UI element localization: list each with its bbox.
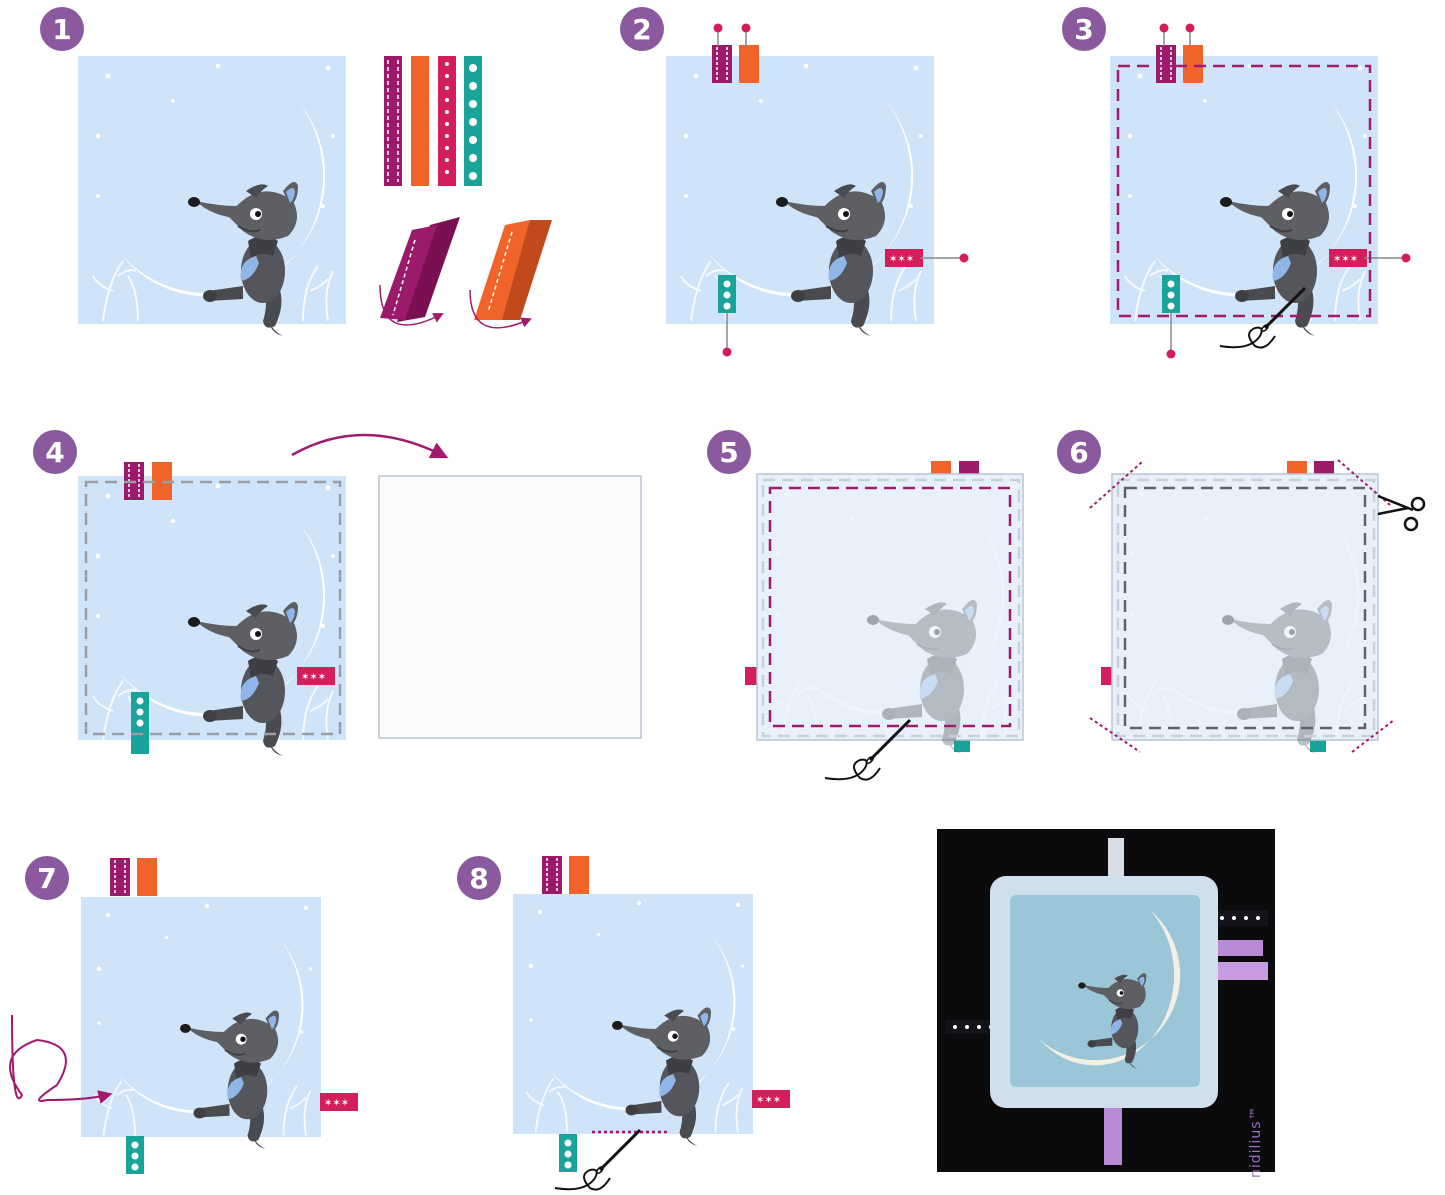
- step-5-assembly: [745, 461, 1024, 782]
- pin-icon: [740, 22, 752, 47]
- step-4-backing-fabric: [378, 475, 642, 739]
- step-3-fabric: [1110, 22, 1411, 359]
- pin-icon: [1401, 253, 1411, 263]
- brand-text: nidilius™: [1248, 1105, 1264, 1179]
- step-1-folded-ribbons: [379, 217, 552, 329]
- stitch-line: [1116, 64, 1372, 318]
- pin-icon: [1166, 349, 1176, 359]
- step-6-assembly: [1089, 459, 1426, 754]
- brand-label: nidilius™: [1240, 1090, 1270, 1180]
- stitch-line: [768, 486, 1012, 728]
- step-1-fabric: [78, 56, 346, 336]
- step-badge: 2: [620, 7, 664, 51]
- corner-cut-lines: [1089, 459, 1395, 753]
- finished-product-photo: [937, 829, 1275, 1172]
- step-badge: 7: [25, 856, 69, 900]
- step-badge: 6: [1057, 430, 1101, 474]
- step-1-ribbons: [384, 56, 482, 186]
- stitch-line: [84, 480, 342, 736]
- pin-icon: [722, 347, 732, 357]
- step-badge: 1: [40, 7, 84, 51]
- step-badge: 5: [707, 430, 751, 474]
- step-badge: 4: [33, 430, 77, 474]
- step-4-fabric: [78, 461, 346, 756]
- step-2-fabric: [666, 22, 969, 357]
- pin-icon: [712, 22, 724, 47]
- pin-icon: [959, 253, 969, 263]
- step-badge: 8: [457, 856, 501, 900]
- pin-icon: [1158, 22, 1170, 47]
- arrow-icon: [291, 433, 449, 459]
- arrow-icon: [9, 1014, 113, 1104]
- step-badge: 3: [1062, 7, 1106, 51]
- stitch-line: [1123, 486, 1367, 730]
- step-7-fabric: [9, 857, 358, 1174]
- pin-icon: [1184, 22, 1196, 47]
- step-8-fabric: [513, 855, 790, 1192]
